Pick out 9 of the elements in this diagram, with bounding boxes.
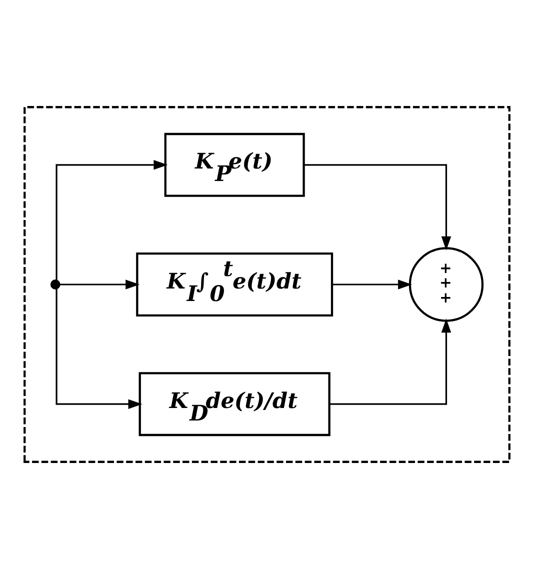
arrow bbox=[56, 288, 142, 409]
arrow bbox=[56, 160, 168, 281]
arrow bbox=[304, 164, 452, 250]
node-circle: + + + bbox=[408, 247, 484, 322]
arrow bbox=[60, 280, 140, 290]
arrow bbox=[332, 280, 412, 290]
arrow bbox=[330, 318, 452, 405]
node-dot bbox=[50, 280, 60, 290]
cluster bbox=[24, 106, 510, 463]
